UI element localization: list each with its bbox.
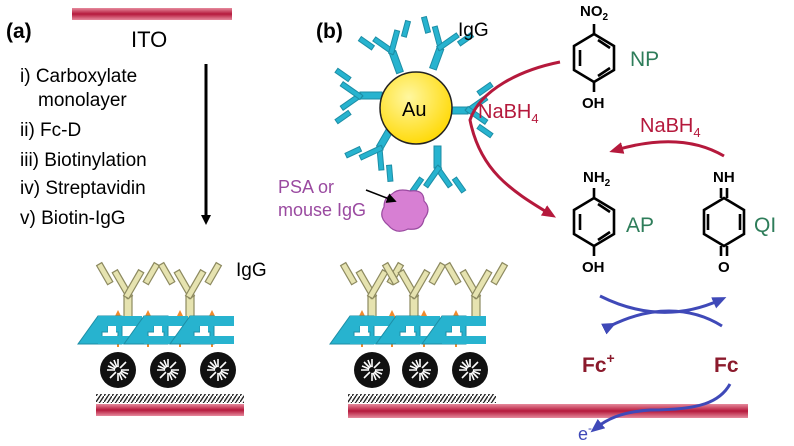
ap-label: AP: [626, 214, 654, 237]
step-1-cont: monolayer: [38, 90, 127, 111]
analyte-psa: [381, 189, 429, 232]
step-5: v) Biotin-IgG: [20, 208, 126, 229]
assembly-steps: i) Carboxylate monolayer ii) Fc-D iii) B…: [20, 66, 147, 229]
aminophenol-molecule: [572, 188, 616, 256]
electron-label: e-: [578, 421, 592, 444]
ferrocene-dendrimer-layer-a: [99, 351, 237, 389]
ferrocene-label: Fc: [714, 354, 739, 377]
antibody-layer-a: [96, 262, 222, 325]
gold-label: Au: [402, 99, 426, 121]
fc-dendrimer-b-3: [451, 351, 489, 389]
np-antibody-6: [409, 145, 467, 194]
panel-b-label: (b): [316, 20, 343, 43]
ap-top-group: NH2: [583, 169, 611, 189]
ito-electrode-top: [72, 8, 232, 20]
step-2: ii) Fc-D: [20, 120, 81, 141]
np-top-group: NO2: [580, 3, 609, 23]
reduction-arrow-np-to-ap: [468, 60, 561, 218]
panel-b-surface: [329, 262, 748, 418]
monolayer-b: [348, 394, 496, 403]
np-bottom-group: OH: [582, 95, 605, 112]
redox-arrow-fc: [601, 309, 723, 335]
fc-dendrimer-a-3: [199, 351, 237, 389]
gold-nanoparticle-conjugate: Au: [334, 14, 494, 194]
fc-dendrimer-a-2: [149, 351, 187, 389]
ito-label: ITO: [131, 27, 167, 52]
step-4: iv) Streptavidin: [20, 178, 146, 199]
step-3: iii) Biotinylation: [20, 150, 147, 171]
igg-label-a: IgG: [236, 260, 267, 281]
fc-dendrimer-b-2: [401, 351, 439, 389]
analyte-pointer-arrow: [365, 189, 397, 203]
streptavidin-layer-a: [77, 315, 235, 345]
gold-particle: [379, 71, 453, 145]
analyte-label-2: mouse IgG: [278, 200, 366, 220]
ito-electrode-bottom-a: [96, 404, 244, 416]
electron-transfer-arrow: [590, 383, 732, 433]
reduction-arrow-qi-to-ap: [609, 140, 725, 158]
ferrocene-dendrimer-layer-b: [353, 351, 489, 389]
fc-dendrimer-a-1: [99, 351, 137, 389]
nitrophenol-molecule: [572, 24, 616, 92]
igg-label-b: IgG: [458, 20, 489, 41]
ferrocenium-label: Fc+: [582, 350, 615, 377]
panel-a-surface: IgG: [77, 260, 267, 416]
reductant-label-1: NaBH4: [478, 101, 539, 126]
monolayer-a: [96, 394, 244, 403]
ap-bottom-group: OH: [582, 259, 605, 276]
qi-bottom-group: O: [718, 259, 730, 276]
reductant-label-2: NaBH4: [640, 115, 701, 140]
quinoneimine-molecule: [702, 188, 746, 256]
qi-label: QI: [754, 214, 776, 237]
step-1: i) Carboxylate: [20, 66, 137, 87]
np-label: NP: [630, 48, 659, 71]
qi-top-group: NH: [713, 169, 735, 186]
np-antibody-3: [334, 67, 383, 125]
panel-a-label: (a): [6, 20, 32, 43]
streptavidin-layer-b: [329, 315, 487, 345]
ito-electrode-bottom-b: [348, 404, 748, 418]
analyte-label-1: PSA or: [278, 177, 334, 197]
fc-dendrimer-b-1: [353, 351, 391, 389]
